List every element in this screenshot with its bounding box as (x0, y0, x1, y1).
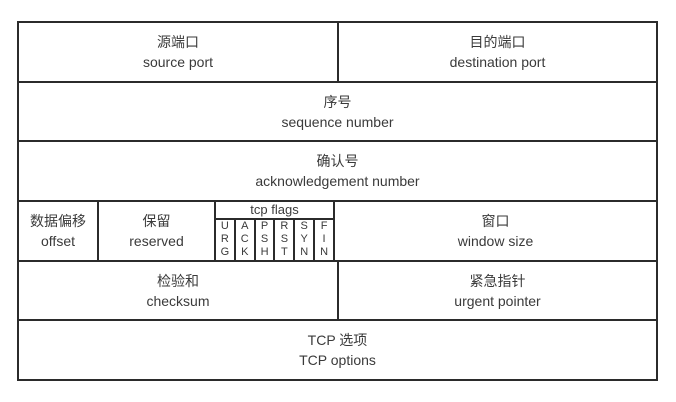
reserved-label-zh: 保留 (142, 212, 171, 229)
tcp-options-label-zh: TCP 选项 (307, 332, 368, 349)
flag-rst: R S T (273, 220, 293, 260)
field-tcp-options: TCP 选项 TCP options (19, 321, 656, 379)
window-size-label-en: window size (457, 232, 534, 249)
field-checksum: 检验和 checksum (19, 261, 339, 320)
flag-ack: A C K (233, 220, 254, 260)
urgent-pointer-label-zh: 紧急指针 (469, 272, 526, 289)
acknowledgement-number-label-en: acknowledgement number (255, 173, 420, 190)
source-port-label-en: source port (142, 53, 214, 70)
row-sequence-number: 序号 sequence number (19, 80, 656, 141)
field-data-offset: 数据偏移 offset (19, 202, 99, 260)
data-offset-label-zh: 数据偏移 (30, 212, 86, 229)
flag-fin: F I N (313, 220, 333, 260)
acknowledgement-number-label-zh: 确认号 (316, 153, 359, 170)
field-window-size: 窗口 window size (335, 202, 656, 260)
sequence-number-label-en: sequence number (281, 113, 394, 130)
tcp-header-diagram: 源端口 source port 目的端口 destination port 序号… (17, 21, 658, 381)
field-urgent-pointer: 紧急指针 urgent pointer (339, 262, 656, 320)
flag-syn: S Y N (293, 220, 313, 260)
checksum-label-zh: 检验和 (157, 272, 199, 289)
sequence-number-label-zh: 序号 (323, 93, 352, 110)
field-acknowledgement-number: 确认号 acknowledgement number (19, 142, 656, 200)
destination-port-label-en: destination port (449, 53, 546, 70)
tcp-flags-label: tcp flags (216, 202, 333, 221)
field-tcp-flags: tcp flags U R G A C K P S H R S T S Y N … (216, 202, 335, 260)
checksum-label-en: checksum (146, 292, 210, 309)
flag-urg: U R G (220, 220, 230, 259)
tcp-flags-grid: U R G A C K P S H R S T S Y N F I N (216, 220, 333, 260)
row-offset-flags-window: 数据偏移 offset 保留 reserved tcp flags U R G … (19, 200, 656, 260)
field-reserved: 保留 reserved (99, 202, 216, 260)
row-checksum-urgent: 检验和 checksum 紧急指针 urgent pointer (19, 259, 656, 320)
destination-port-label-zh: 目的端口 (469, 33, 526, 50)
field-destination-port: 目的端口 destination port (339, 23, 656, 81)
data-offset-label-en: offset (41, 232, 75, 249)
field-sequence-number: 序号 sequence number (19, 83, 656, 141)
field-source-port: 源端口 source port (19, 23, 339, 81)
urgent-pointer-label-en: urgent pointer (454, 292, 541, 309)
row-tcp-options: TCP 选项 TCP options (19, 319, 656, 379)
reserved-label-en: reserved (129, 232, 184, 249)
row-acknowledgement-number: 确认号 acknowledgement number (19, 140, 656, 200)
tcp-options-label-en: TCP options (299, 352, 376, 369)
source-port-label-zh: 源端口 (157, 33, 199, 50)
window-size-label-zh: 窗口 (481, 212, 510, 229)
row-ports: 源端口 source port 目的端口 destination port (19, 23, 656, 81)
flag-psh: P S H (253, 220, 274, 260)
